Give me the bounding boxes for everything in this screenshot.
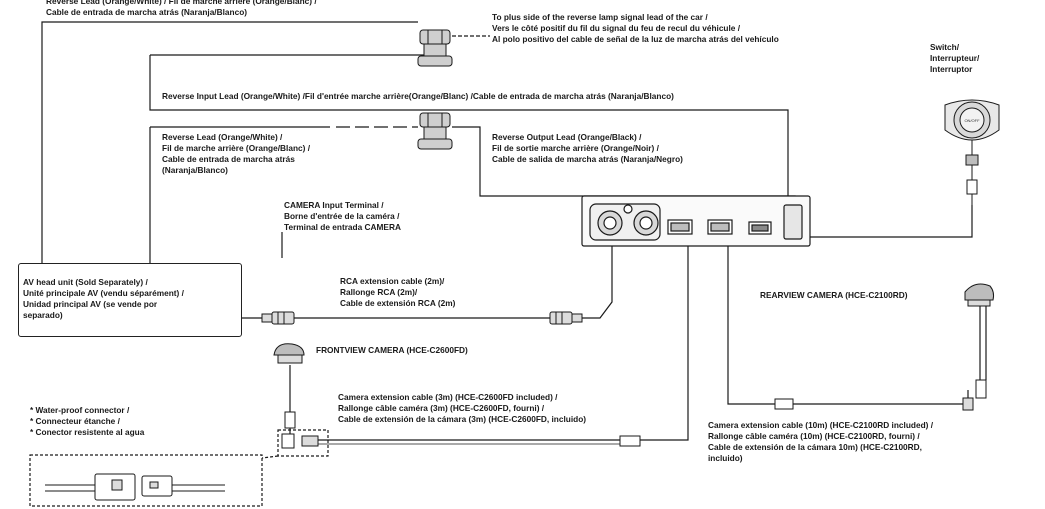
waterproof-highlight <box>277 429 329 457</box>
top-reverse-lead-label: Reverse Lead (Orange/White) / Fil de mar… <box>46 0 317 17</box>
waterproof-callout-box <box>29 454 263 507</box>
top-reverse-lead-line <box>41 21 418 263</box>
camera-extension-3m-label: Camera extension cable (3m) (HCE-C2600FD… <box>338 392 587 424</box>
switch-cable-line <box>800 205 973 238</box>
callout-lead <box>261 455 279 459</box>
av-head-unit-label: AV head unit (Sold Separately) / Unité p… <box>23 277 184 320</box>
reverse-input-lead-label: Reverse Input Lead (Orange/White) /Fil d… <box>162 91 674 101</box>
camera-extension-10m-label: Camera extension cable (10m) (HCE-C2100R… <box>708 420 934 463</box>
switch-face-label: ON/OFF <box>964 118 980 123</box>
frontview-camera-label: FRONTVIEW CAMERA (HCE-C2600FD) <box>316 345 468 355</box>
waterproof-connector-label: * Water-proof connector / * Connecteur é… <box>30 405 145 437</box>
box-rear-camera-line <box>727 245 775 405</box>
rca-extension-label: RCA extension cable (2m)/ Rallonge RCA (… <box>340 276 456 308</box>
rearview-camera-label: REARVIEW CAMERA (HCE-C2100RD) <box>760 290 908 300</box>
box-front-camera-line <box>640 245 689 441</box>
plus-side-label: To plus side of the reverse lamp signal … <box>492 12 779 44</box>
camera-input-terminal-label: CAMERA Input Terminal / Borne d'entrée d… <box>284 200 401 232</box>
reverse-output-lead-label: Reverse Output Lead (Orange/Black) / Fil… <box>492 132 683 164</box>
av-head-unit-box: AV head unit (Sold Separately) / Unité p… <box>18 263 242 337</box>
reverse-input-lead-line <box>149 55 789 196</box>
switch-label: Switch/ Interrupteur/ Interruptor <box>930 42 980 74</box>
rca-to-box-line <box>582 245 613 319</box>
reverse-lead-label: Reverse Lead (Orange/White) / Fil de mar… <box>162 132 311 175</box>
